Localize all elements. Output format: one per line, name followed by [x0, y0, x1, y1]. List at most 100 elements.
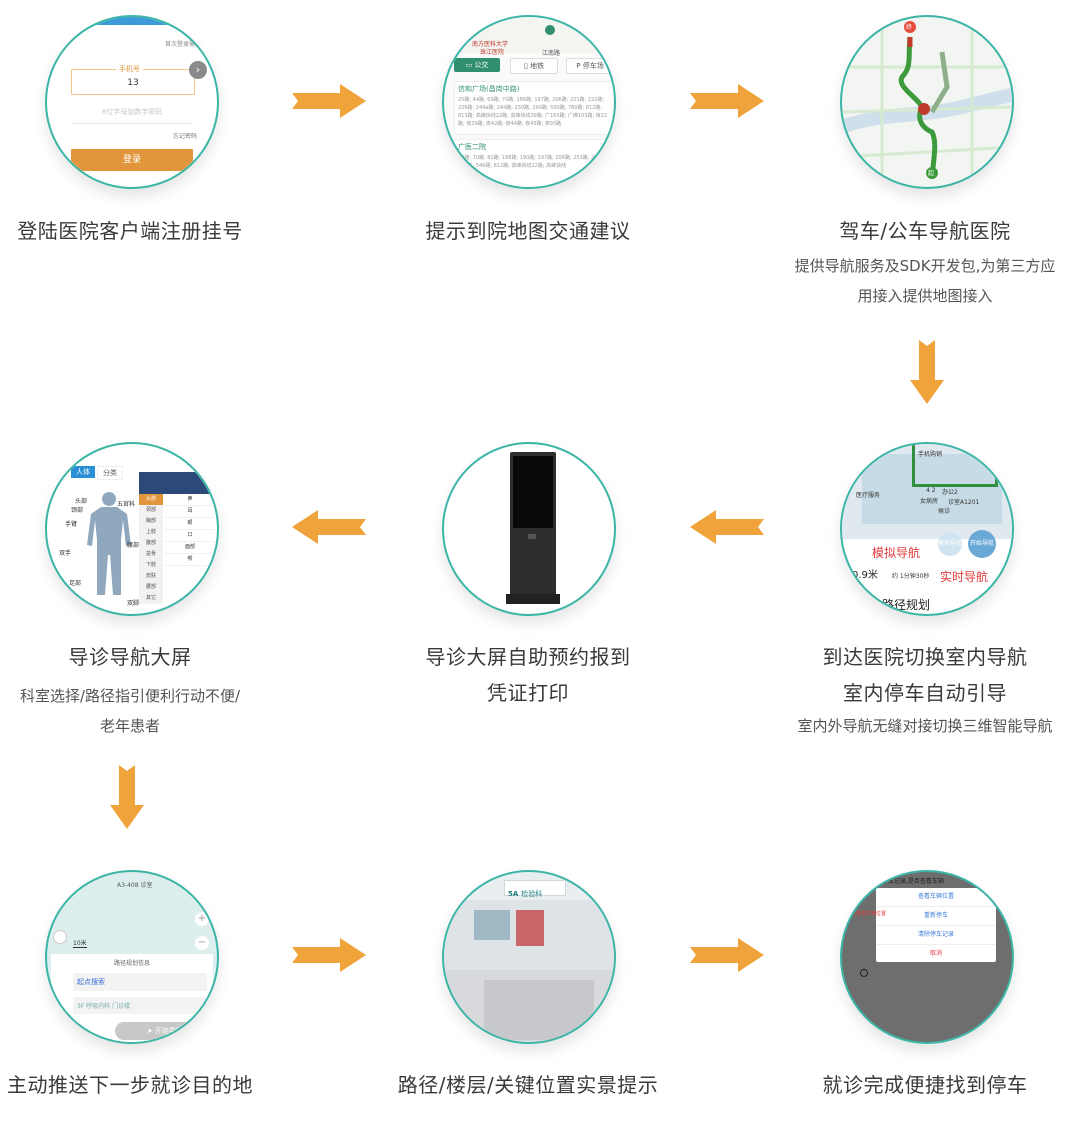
step-4-title-line-2: 室内停车自动引导 [843, 681, 1007, 705]
body-label-ent[interactable]: 五官科 [117, 501, 136, 508]
forgot-password-link[interactable]: 忘记密码 [172, 133, 197, 140]
body-label-waist[interactable]: 腰部 [127, 542, 140, 549]
sign-code: 5A [508, 890, 519, 898]
view-car-annotation: 点击查看车辆位置 [846, 911, 887, 917]
route-plan-title: 路径规划 [882, 598, 931, 612]
map-label-7: 候诊 [938, 508, 951, 515]
arrow-left-icon [292, 510, 366, 544]
map-label-4: 女病房 [920, 498, 939, 505]
category-menu-item[interactable]: 腹部 [145, 540, 156, 546]
category-panel-header [139, 472, 217, 494]
symptom-item[interactable]: 眼 [165, 518, 215, 530]
step-6-caption: 导诊导航大屏 科室选择/路径指引便利行动不便/ 老年患者 [0, 639, 310, 741]
map-area [444, 17, 614, 53]
body-label-feet[interactable]: 双脚 [127, 600, 140, 607]
symptom-item[interactable]: 面部 [165, 542, 215, 554]
kiosk-base [506, 594, 560, 604]
step-2-caption: 提示到院地图交通建议 [348, 213, 708, 249]
destination-input[interactable]: 3F 呼吸内科 门诊楼 [73, 997, 207, 1014]
category-menu-item[interactable]: 上肢 [145, 529, 156, 535]
category-menu-item[interactable]: 皮肤 [145, 573, 156, 579]
zoom-in-button[interactable]: + [195, 912, 209, 926]
step-1-screenshot: 首次登录需要注册 手机号 13 › 8位字母加数字密码 忘记密码 登录 [45, 15, 219, 189]
tab-subway[interactable]: ▯ 地铁 [510, 58, 558, 74]
step-2-title: 提示到院地图交通建议 [425, 219, 631, 243]
room-label: A3-408 诊室 [117, 882, 153, 889]
header-bar [47, 17, 217, 25]
category-menu-item[interactable]: 胸部 [145, 518, 156, 524]
simulate-nav-button[interactable]: 模拟导航 [938, 532, 962, 556]
symptom-item[interactable]: 喉 [165, 554, 215, 566]
parking-option[interactable]: 重新停车 [876, 907, 996, 926]
arrow-right-icon [292, 938, 366, 972]
start-nav-button[interactable]: ➤ 开始导航 [115, 1022, 215, 1040]
navigate-icon: ➤ [146, 1027, 156, 1035]
arrow-down-icon [110, 765, 144, 829]
password-input[interactable]: 8位字母加数字密码 [71, 107, 193, 124]
category-menu-item[interactable]: 头部 [139, 494, 163, 505]
register-hint: 首次登录需要注册 [164, 41, 213, 48]
step-5-screenshot [442, 442, 616, 616]
stop-1-name: 信和广场(昌岗中路) [458, 85, 520, 93]
login-button[interactable]: 登录 [71, 149, 193, 171]
category-menu-item[interactable]: 腰部 [145, 584, 156, 590]
category-menu-item[interactable]: 颈部 [145, 507, 156, 513]
step-5-title-line-2: 凭证打印 [487, 681, 569, 705]
login-label: 登录 [122, 155, 141, 165]
parking-option[interactable]: 清除停车记录 [876, 926, 996, 945]
phone-field[interactable]: 手机号 13 [71, 64, 195, 95]
start-search-input[interactable]: 起点搜索 [73, 973, 207, 991]
tab-parking-label: 停车场 [582, 62, 604, 70]
route-map [842, 17, 1012, 187]
step-7-caption: 主动推送下一步就诊目的地 [0, 1067, 310, 1103]
symptom-item[interactable]: 鼻 [165, 494, 215, 506]
step-4-screenshot: 手机购销 4 2 办公2 女病房 诊室A1201 医疗服务 候诊 模拟导航 开始… [840, 442, 1014, 616]
next-arrow-icon[interactable]: › [189, 61, 207, 79]
body-label-neck[interactable]: 颈部 [71, 507, 84, 514]
zoom-out-button[interactable]: − [195, 936, 209, 950]
human-body-icon [87, 492, 131, 595]
arrow-right-icon [292, 84, 366, 118]
arrow-left-icon [690, 510, 764, 544]
body-label-foot[interactable]: 足部 [69, 580, 82, 587]
category-menu-item[interactable]: 其它 [145, 595, 156, 601]
tab-bus[interactable]: ▭ 公交 [454, 58, 500, 72]
stop-card-2[interactable]: 广医二院 69路; 70路; 82路; 188路; 190路; 197路; 20… [454, 139, 614, 187]
step-9-screenshot: 停车记录,是否查看车辆 查看车辆位置重新停车清除停车记录 取消 点击查看车辆位置 [840, 870, 1014, 1044]
step-8-caption: 路径/楼层/关键位置实景提示 [348, 1067, 708, 1103]
arrow-right-icon [690, 84, 764, 118]
start-nav-button[interactable]: 开始导航 [968, 530, 996, 558]
kiosk-icon [510, 452, 556, 602]
tab-category[interactable]: 分类 [97, 466, 123, 480]
tab-parking[interactable]: P 停车场 [566, 58, 614, 74]
step-4-caption: 到达医院切换室内导航 室内停车自动引导 室内外导航无缝对接切换三维智能导航 [745, 639, 1080, 741]
parking-option[interactable]: 查看车辆位置 [876, 888, 996, 907]
body-label-arm[interactable]: 手臂 [65, 521, 78, 528]
step-1-caption: 登陆医院客户端注册挂号 [0, 213, 310, 249]
category-menu-item[interactable]: 下肢 [145, 562, 156, 568]
map-pin-icon [545, 25, 555, 35]
map-label-5: 诊室A1201 [948, 499, 980, 506]
parking-action-sheet: 查看车辆位置重新停车清除停车记录 取消 [876, 888, 996, 962]
kiosk-screen [513, 456, 553, 528]
symptom-item[interactable]: 口 [165, 530, 215, 542]
map-label-road: 江南路 [542, 50, 561, 57]
body-label-hands[interactable]: 双手 [59, 550, 72, 557]
tab-body[interactable]: 人体 [71, 466, 95, 478]
distance-value: 0.9米 [852, 570, 878, 581]
symptom-item[interactable]: 耳 [165, 506, 215, 518]
kiosk-card-slot [528, 534, 536, 539]
category-menu-item[interactable]: 盆骨 [145, 551, 156, 557]
step-9-title: 就诊完成便捷找到停车 [822, 1073, 1028, 1097]
category-menu: 头部颈部胸部上肢腹部盆骨下肢皮肤腰部其它 [139, 494, 163, 604]
stop-card-1[interactable]: 信和广场(昌岗中路) 25路; 44路; 69路; 70路; 186路; 197… [454, 81, 614, 135]
locate-icon[interactable] [53, 930, 67, 944]
destination-marker-icon [904, 21, 916, 33]
body-label-head[interactable]: 头部 [75, 498, 88, 505]
symptom-list: 鼻耳眼口面部喉 [165, 494, 215, 566]
cancel-option[interactable]: 取消 [929, 950, 942, 957]
parking-prompt: 停车记录,是否查看车辆 [882, 878, 944, 885]
stop-2-name: 广医二院 [458, 143, 486, 151]
bus-icon: ▭ [465, 61, 475, 69]
